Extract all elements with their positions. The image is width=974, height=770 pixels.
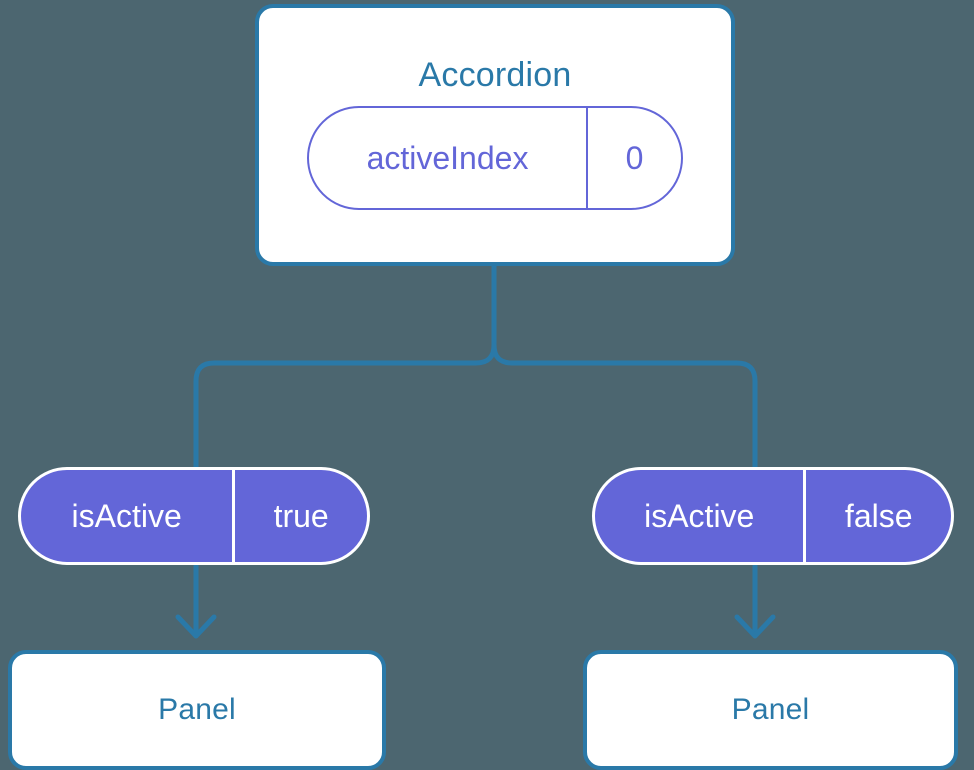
state-name-right: isActive bbox=[644, 497, 755, 534]
prop-value-active-index: 0 bbox=[586, 108, 681, 208]
state-pill-is-active-true[interactable]: isActive true bbox=[18, 467, 370, 565]
arrow-head-left bbox=[175, 614, 217, 639]
connector-branch-right bbox=[491, 342, 758, 473]
accordion-component-card[interactable]: Accordion activeIndex 0 bbox=[255, 4, 735, 266]
panel-title-left: Panel bbox=[158, 693, 236, 726]
panel-title-right: Panel bbox=[731, 693, 810, 726]
prop-pill-active-index[interactable]: activeIndex 0 bbox=[307, 106, 683, 210]
connector-branch-left bbox=[193, 342, 497, 473]
state-value-left: true bbox=[232, 470, 367, 562]
prop-name-active-index: activeIndex bbox=[366, 139, 529, 176]
state-pill-is-active-false[interactable]: isActive false bbox=[592, 467, 954, 565]
state-value-right: false bbox=[803, 470, 951, 562]
arrow-head-right bbox=[734, 614, 776, 639]
panel-component-card-left[interactable]: Panel bbox=[8, 650, 386, 770]
accordion-title: Accordion bbox=[418, 56, 572, 94]
state-name-left: isActive bbox=[71, 497, 182, 534]
panel-component-card-right[interactable]: Panel bbox=[583, 650, 958, 770]
